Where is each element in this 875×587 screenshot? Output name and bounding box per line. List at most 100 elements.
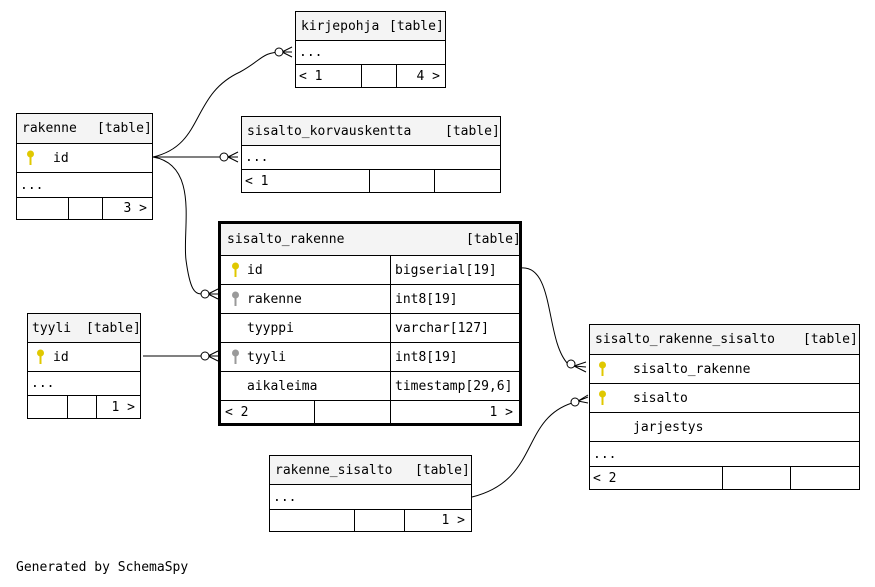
- column-name: rakenne: [247, 291, 302, 307]
- link-rakenne-sisalto-sisalto-rakenne-sisalto: [471, 402, 573, 498]
- footer-divider: [354, 510, 404, 531]
- table-header: rakenne_sisalto [table]: [270, 456, 471, 484]
- parents-count[interactable]: < 1: [245, 173, 269, 189]
- table-header: rakenne [table]: [17, 114, 152, 143]
- table-footer: < 2: [590, 466, 859, 489]
- column-name: sisalto_rakenne: [633, 361, 751, 377]
- more-columns: ...: [31, 376, 55, 391]
- foreign-key-icon: [231, 285, 240, 313]
- children-count[interactable]: 1 >: [96, 396, 140, 418]
- more-columns: ...: [245, 150, 269, 165]
- table-header: sisalto_korvauskentta [table]: [242, 117, 500, 145]
- column-row: jarjestys: [590, 412, 859, 441]
- generated-by-label: Generated by SchemaSpy: [16, 560, 189, 575]
- column-row: sisalto_rakenne: [590, 354, 859, 383]
- link-rakenne-kirjepohja: [152, 51, 283, 158]
- link-sisalto-rakenne-sisalto-rakenne-sisalto: [520, 267, 569, 365]
- table-footer: 3 >: [17, 197, 152, 219]
- table-rakenne-sisalto[interactable]: rakenne_sisalto [table] ... 1 >: [269, 455, 472, 532]
- footer-divider: [434, 170, 500, 192]
- more-columns-row: ...: [270, 484, 471, 509]
- footer-divider: [67, 396, 95, 418]
- footer-divider: [28, 396, 66, 418]
- table-name: sisalto_rakenne: [227, 232, 345, 247]
- column-type: varchar[127]: [390, 314, 519, 342]
- footer-divider: [314, 401, 390, 423]
- table-header: sisalto_rakenne_sisalto [table]: [590, 325, 859, 354]
- table-name: sisalto_rakenne_sisalto: [595, 332, 776, 347]
- link-rakenne-sisalto-rakenne: [152, 156, 202, 295]
- footer-divider: [270, 510, 353, 531]
- primary-key-icon: [26, 144, 35, 172]
- table-kirjepohja[interactable]: kirjepohja [table] ... < 1 4 >: [295, 11, 446, 88]
- more-columns-row: ...: [28, 371, 140, 395]
- parents-count[interactable]: < 2: [593, 470, 617, 486]
- column-name: jarjestys: [633, 419, 704, 435]
- children-count[interactable]: 1 >: [390, 401, 519, 423]
- primary-key-icon: [231, 256, 240, 284]
- footer-divider: [722, 467, 790, 489]
- footer-divider: [68, 198, 102, 219]
- column-row: id: [17, 143, 152, 172]
- children-count[interactable]: 3 >: [102, 198, 152, 219]
- parents-count[interactable]: < 2: [225, 404, 249, 420]
- column-name: tyyppi: [247, 320, 294, 336]
- table-name: rakenne_sisalto: [275, 462, 393, 478]
- table-footer: < 2 1 >: [221, 400, 519, 423]
- more-columns-row: ...: [296, 40, 445, 64]
- table-tyyli[interactable]: tyyli [table] id ... 1 >: [27, 313, 141, 419]
- more-columns: ...: [273, 489, 297, 505]
- table-tag: [table]: [86, 320, 141, 336]
- column-type: bigserial[19]: [390, 256, 519, 284]
- column-row: sisalto: [590, 383, 859, 412]
- primary-key-icon: [598, 384, 607, 412]
- children-count[interactable]: 4 >: [396, 65, 445, 87]
- more-columns-row: ...: [590, 441, 859, 466]
- column-name: id: [247, 262, 263, 278]
- table-footer: 1 >: [270, 509, 471, 531]
- table-tag: [table]: [803, 332, 858, 347]
- table-header: tyyli [table]: [28, 314, 141, 342]
- foreign-key-icon: [231, 343, 240, 371]
- table-footer: 1 >: [28, 395, 140, 418]
- footer-divider: [17, 198, 67, 219]
- column-name: tyyli: [247, 349, 287, 365]
- column-type: int8[19]: [390, 285, 519, 313]
- table-sisalto-korvauskentta[interactable]: sisalto_korvauskentta [table] ... < 1: [241, 116, 501, 193]
- primary-key-icon: [36, 343, 45, 371]
- column-row: id bigserial[19]: [221, 255, 519, 284]
- column-row: rakenne int8[19]: [221, 284, 519, 313]
- table-footer: < 1: [242, 169, 500, 192]
- more-columns: ...: [20, 177, 44, 193]
- more-columns: ...: [299, 45, 323, 60]
- table-rakenne[interactable]: rakenne [table] id ... 3 >: [16, 113, 153, 220]
- primary-key-icon: [598, 355, 607, 383]
- column-row: tyyli int8[19]: [221, 342, 519, 371]
- column-name: aikaleima: [247, 378, 318, 394]
- footer-divider: [369, 170, 434, 192]
- column-row: aikaleima timestamp[29,6]: [221, 371, 519, 400]
- more-columns-row: ...: [242, 145, 500, 169]
- table-tag: [table]: [97, 121, 152, 136]
- table-tag: [table]: [445, 123, 500, 139]
- table-tag: [table]: [466, 232, 521, 247]
- table-footer: < 1 4 >: [296, 64, 445, 87]
- footer-divider: [790, 467, 859, 489]
- column-name: sisalto: [633, 390, 688, 406]
- children-count[interactable]: 1 >: [404, 510, 471, 531]
- column-name: id: [53, 349, 69, 365]
- column-type: timestamp[29,6]: [390, 372, 519, 400]
- column-name: id: [53, 150, 69, 166]
- parents-count[interactable]: < 1: [299, 68, 323, 84]
- table-name: tyyli: [32, 320, 72, 336]
- table-sisalto-rakenne[interactable]: sisalto_rakenne [table] id bigserial[19]…: [218, 221, 522, 426]
- table-name: sisalto_korvauskentta: [247, 123, 412, 139]
- column-row: tyyppi varchar[127]: [221, 313, 519, 342]
- table-header: kirjepohja [table]: [296, 12, 445, 40]
- table-name: kirjepohja: [301, 18, 380, 34]
- more-columns-row: ...: [17, 172, 152, 197]
- table-sisalto-rakenne-sisalto[interactable]: sisalto_rakenne_sisalto [table] sisalto_…: [589, 324, 860, 490]
- more-columns: ...: [593, 446, 617, 462]
- table-tag: [table]: [389, 18, 444, 34]
